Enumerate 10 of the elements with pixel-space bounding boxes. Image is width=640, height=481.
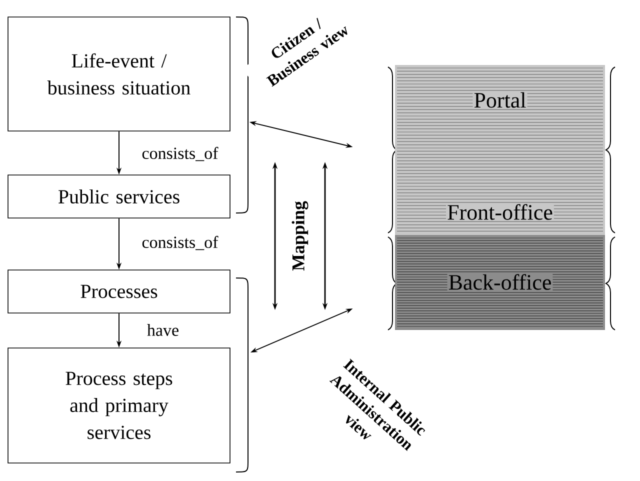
edge-label: consists_of <box>140 234 220 252</box>
edge-label: consists_of <box>140 146 220 162</box>
process-box: Processes <box>8 270 230 314</box>
mapping-label: Mapping <box>290 200 310 272</box>
process-box: Process steps and primary services <box>8 348 230 464</box>
process-box: Public services <box>8 174 230 218</box>
hatched-panel: Portal Front-office <box>395 65 605 235</box>
process-box: Life-event / business situation <box>8 16 230 132</box>
hatched-panel: Back-office <box>395 235 605 330</box>
edge-label: have <box>146 323 180 337</box>
